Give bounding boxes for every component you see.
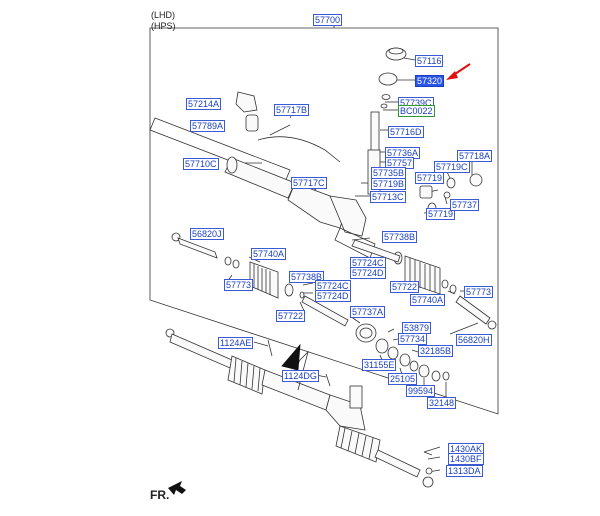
- callout-56820j[interactable]: 56820J: [190, 228, 224, 240]
- callout-57740a-left[interactable]: 57740A: [251, 248, 287, 260]
- callout-57722-left[interactable]: 57722: [276, 310, 306, 322]
- header-lhd: (LHD): [151, 10, 175, 20]
- header-hps: (HPS): [151, 21, 176, 31]
- callout-32148[interactable]: 32148: [427, 397, 457, 409]
- front-arrow-icon: [168, 481, 186, 495]
- callout-57717b[interactable]: 57717B: [274, 104, 310, 116]
- callout-57716d[interactable]: 57716D: [388, 126, 424, 138]
- callout-57734[interactable]: 57734: [398, 333, 428, 345]
- callout-1124ae[interactable]: 1124AE: [218, 337, 254, 349]
- callout-31155e[interactable]: 31155E: [362, 359, 397, 371]
- complete-gear-assembly: [165, 328, 434, 488]
- callout-57717c[interactable]: 57717C: [291, 177, 327, 189]
- callout-57719-upper[interactable]: 57719: [415, 172, 445, 184]
- callout-1313da[interactable]: 1313DA: [446, 465, 483, 477]
- callout-57710c[interactable]: 57710C: [183, 158, 219, 170]
- front-direction-label: FR.: [150, 488, 170, 502]
- callout-57737[interactable]: 57737: [450, 199, 480, 211]
- callout-57214a[interactable]: 57214A: [186, 98, 222, 110]
- callout-57737a[interactable]: 57737A: [350, 306, 386, 318]
- callout-57738b-right[interactable]: 57738B: [382, 231, 418, 243]
- callout-1124dg[interactable]: 1124DG: [282, 370, 319, 382]
- callout-57719-lower[interactable]: 57719: [426, 208, 456, 220]
- callout-57740a-right[interactable]: 57740A: [410, 294, 446, 306]
- callout-bc0022[interactable]: BC0022: [398, 105, 435, 117]
- callout-57320[interactable]: 57320: [415, 75, 445, 87]
- callout-57724d-left[interactable]: 57724D: [315, 290, 351, 302]
- red-arrow-icon: [446, 63, 471, 80]
- callout-56820h[interactable]: 56820H: [456, 334, 492, 346]
- callout-57773-left[interactable]: 57773: [224, 279, 254, 291]
- callout-57719b[interactable]: 57719B: [371, 178, 407, 190]
- callout-57789a[interactable]: 57789A: [190, 120, 226, 132]
- callout-57116[interactable]: 57116: [415, 55, 444, 67]
- callout-57719c[interactable]: 57719C: [434, 161, 470, 173]
- callout-25105[interactable]: 25105: [388, 373, 418, 385]
- callout-57713c[interactable]: 57713C: [370, 191, 406, 203]
- callout-57773-right[interactable]: 57773: [464, 286, 494, 298]
- callout-57718a[interactable]: 57718A: [457, 150, 493, 162]
- callout-57722-right[interactable]: 57722: [390, 281, 420, 293]
- callout-57724d-right[interactable]: 57724D: [350, 267, 386, 279]
- callout-1430bf[interactable]: 1430BF: [448, 453, 484, 465]
- rack-housing-upper: [149, 47, 483, 259]
- assembly-frame: [149, 27, 499, 415]
- callout-32185b[interactable]: 32185B: [418, 345, 454, 357]
- callout-57700[interactable]: 57700: [313, 14, 343, 26]
- callout-99594[interactable]: 99594: [406, 385, 436, 397]
